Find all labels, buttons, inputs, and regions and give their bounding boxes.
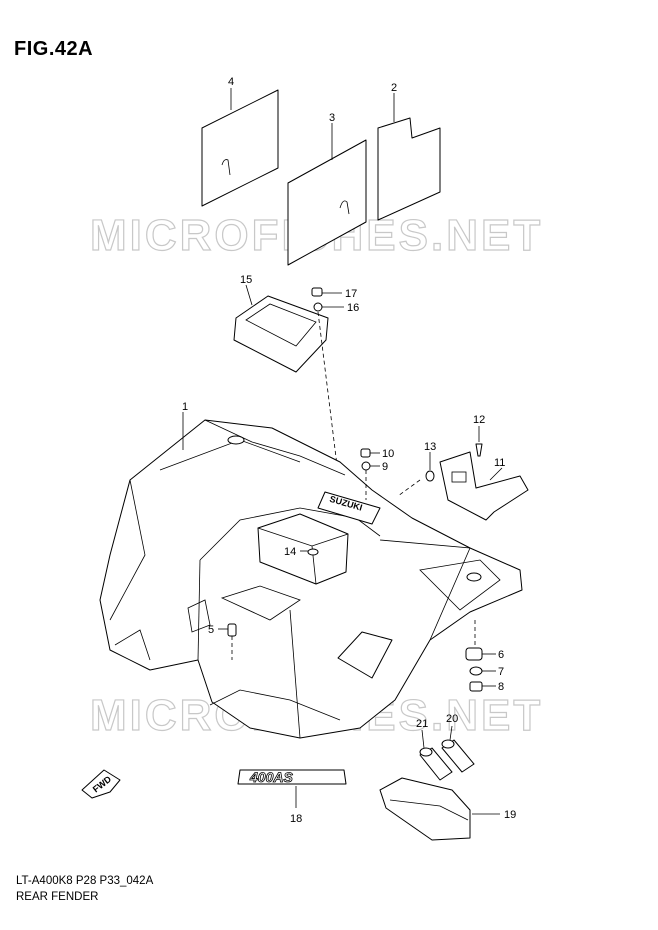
- callout-3: 3: [329, 112, 335, 124]
- fwd-arrow: FWD: [81, 769, 121, 799]
- part-17-screw: [311, 287, 342, 297]
- callout-12: 12: [473, 414, 485, 426]
- part-11-bracket: [439, 451, 529, 521]
- callout-16: 16: [347, 302, 359, 314]
- figure-code: LT-A400K8 P28 P33_042A: [16, 875, 154, 887]
- part-5-screw: [218, 623, 237, 660]
- part-9-nut: [361, 461, 380, 471]
- callout-7: 7: [498, 666, 504, 678]
- callout-2: 2: [391, 82, 397, 94]
- callout-17: 17: [345, 288, 357, 300]
- callout-15: 15: [240, 274, 252, 286]
- callout-8: 8: [498, 681, 504, 693]
- part-21-cylinder: [419, 729, 453, 781]
- part-7-collar: [469, 666, 496, 676]
- part-3-decal: [287, 123, 367, 266]
- callout-9: 9: [382, 461, 388, 473]
- figure-title: FIG.42A: [14, 38, 94, 60]
- callout-21: 21: [416, 718, 428, 730]
- part-14-storage-box: [257, 513, 349, 585]
- callout-13: 13: [424, 441, 436, 453]
- callout-4: 4: [228, 76, 234, 88]
- callout-18: 18: [290, 813, 302, 825]
- callout-6: 6: [498, 649, 504, 661]
- callout-19: 19: [504, 809, 516, 821]
- callout-14: 14: [284, 546, 296, 558]
- callout-11: 11: [494, 457, 505, 469]
- emblem-text: 400AS: [249, 769, 293, 785]
- part-19-tool-bag: [379, 777, 500, 841]
- part-6-grommet: [465, 647, 496, 661]
- figure-name: REAR FENDER: [16, 891, 99, 903]
- part-4-decal: [201, 88, 279, 207]
- callout-10: 10: [382, 448, 394, 460]
- part-18-emblem: 400AS: [237, 769, 347, 808]
- part-8-bolt: [469, 681, 496, 692]
- callout-5: 5: [208, 624, 214, 636]
- part-2-decal: [377, 93, 441, 221]
- part-10-screw: [360, 448, 380, 458]
- callout-1: 1: [182, 401, 188, 413]
- part-13-clip: [425, 452, 435, 482]
- part-16-nut: [313, 302, 344, 312]
- callout-20: 20: [446, 713, 458, 725]
- part-12-screw: [475, 426, 483, 457]
- part-20-cylinder: [441, 725, 475, 773]
- part-15-tray: [233, 284, 329, 373]
